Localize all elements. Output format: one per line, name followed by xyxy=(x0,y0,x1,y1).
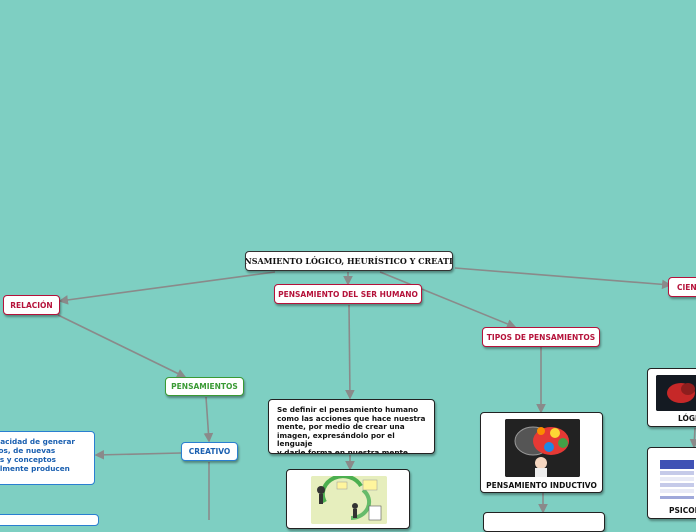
table-document-image xyxy=(658,458,696,504)
link-pensamientos-creativo xyxy=(203,396,214,443)
link-root-tipos xyxy=(379,271,517,329)
pensamiento-extra-card[interactable] xyxy=(483,512,605,532)
link-relacion-pensamientos xyxy=(57,314,187,378)
topic-creativo[interactable]: CREATIVO xyxy=(181,442,238,461)
brain-colorful-image xyxy=(505,419,580,477)
thinking-cycle-image xyxy=(311,476,387,524)
psicologico-label: PSICOL xyxy=(669,506,696,515)
brain-dark-image xyxy=(656,375,696,411)
topic-relacion[interactable]: RELACIÓN xyxy=(3,295,60,315)
mind-map-canvas: PENSAMIENTO LÓGICO, HEURÍSTICO Y CREATIV… xyxy=(0,251,696,532)
creativo-description[interactable]: pacidad de generar tos, de nuevas as y c… xyxy=(0,431,95,485)
definicion-text[interactable]: Se definir el pensamiento humano como la… xyxy=(268,399,435,454)
creativo-second-box[interactable] xyxy=(0,514,99,526)
inductivo-label: PENSAMIENTO INDUCTIVO xyxy=(486,481,597,490)
topic-ciencia[interactable]: CIEN xyxy=(668,277,696,297)
pensamiento-inductivo-card[interactable]: PENSAMIENTO INDUCTIVO xyxy=(480,412,603,493)
psicologico-card[interactable]: PSICOL xyxy=(647,447,696,519)
connector-lines xyxy=(57,267,696,520)
thinking-cycle-card[interactable] xyxy=(286,469,410,529)
topic-tipos-pensamientos[interactable]: TIPOS DE PENSAMIENTOS xyxy=(482,327,600,347)
link-creativo-desc xyxy=(94,450,182,460)
link-root-relacion xyxy=(58,271,276,305)
link-serhumano-definicion xyxy=(345,304,355,400)
root-topic[interactable]: PENSAMIENTO LÓGICO, HEURÍSTICO Y CREATIV… xyxy=(245,251,453,271)
link-logico-psico xyxy=(689,427,696,449)
link-root-ciencia xyxy=(454,267,672,290)
topic-pensamiento-ser-humano[interactable]: PENSAMIENTO DEL SER HUMANO xyxy=(274,284,422,304)
logico-label: LÓGI xyxy=(678,414,696,423)
topic-pensamientos[interactable]: PENSAMIENTOS xyxy=(165,377,244,396)
logico-card[interactable]: LÓGI xyxy=(647,368,696,427)
